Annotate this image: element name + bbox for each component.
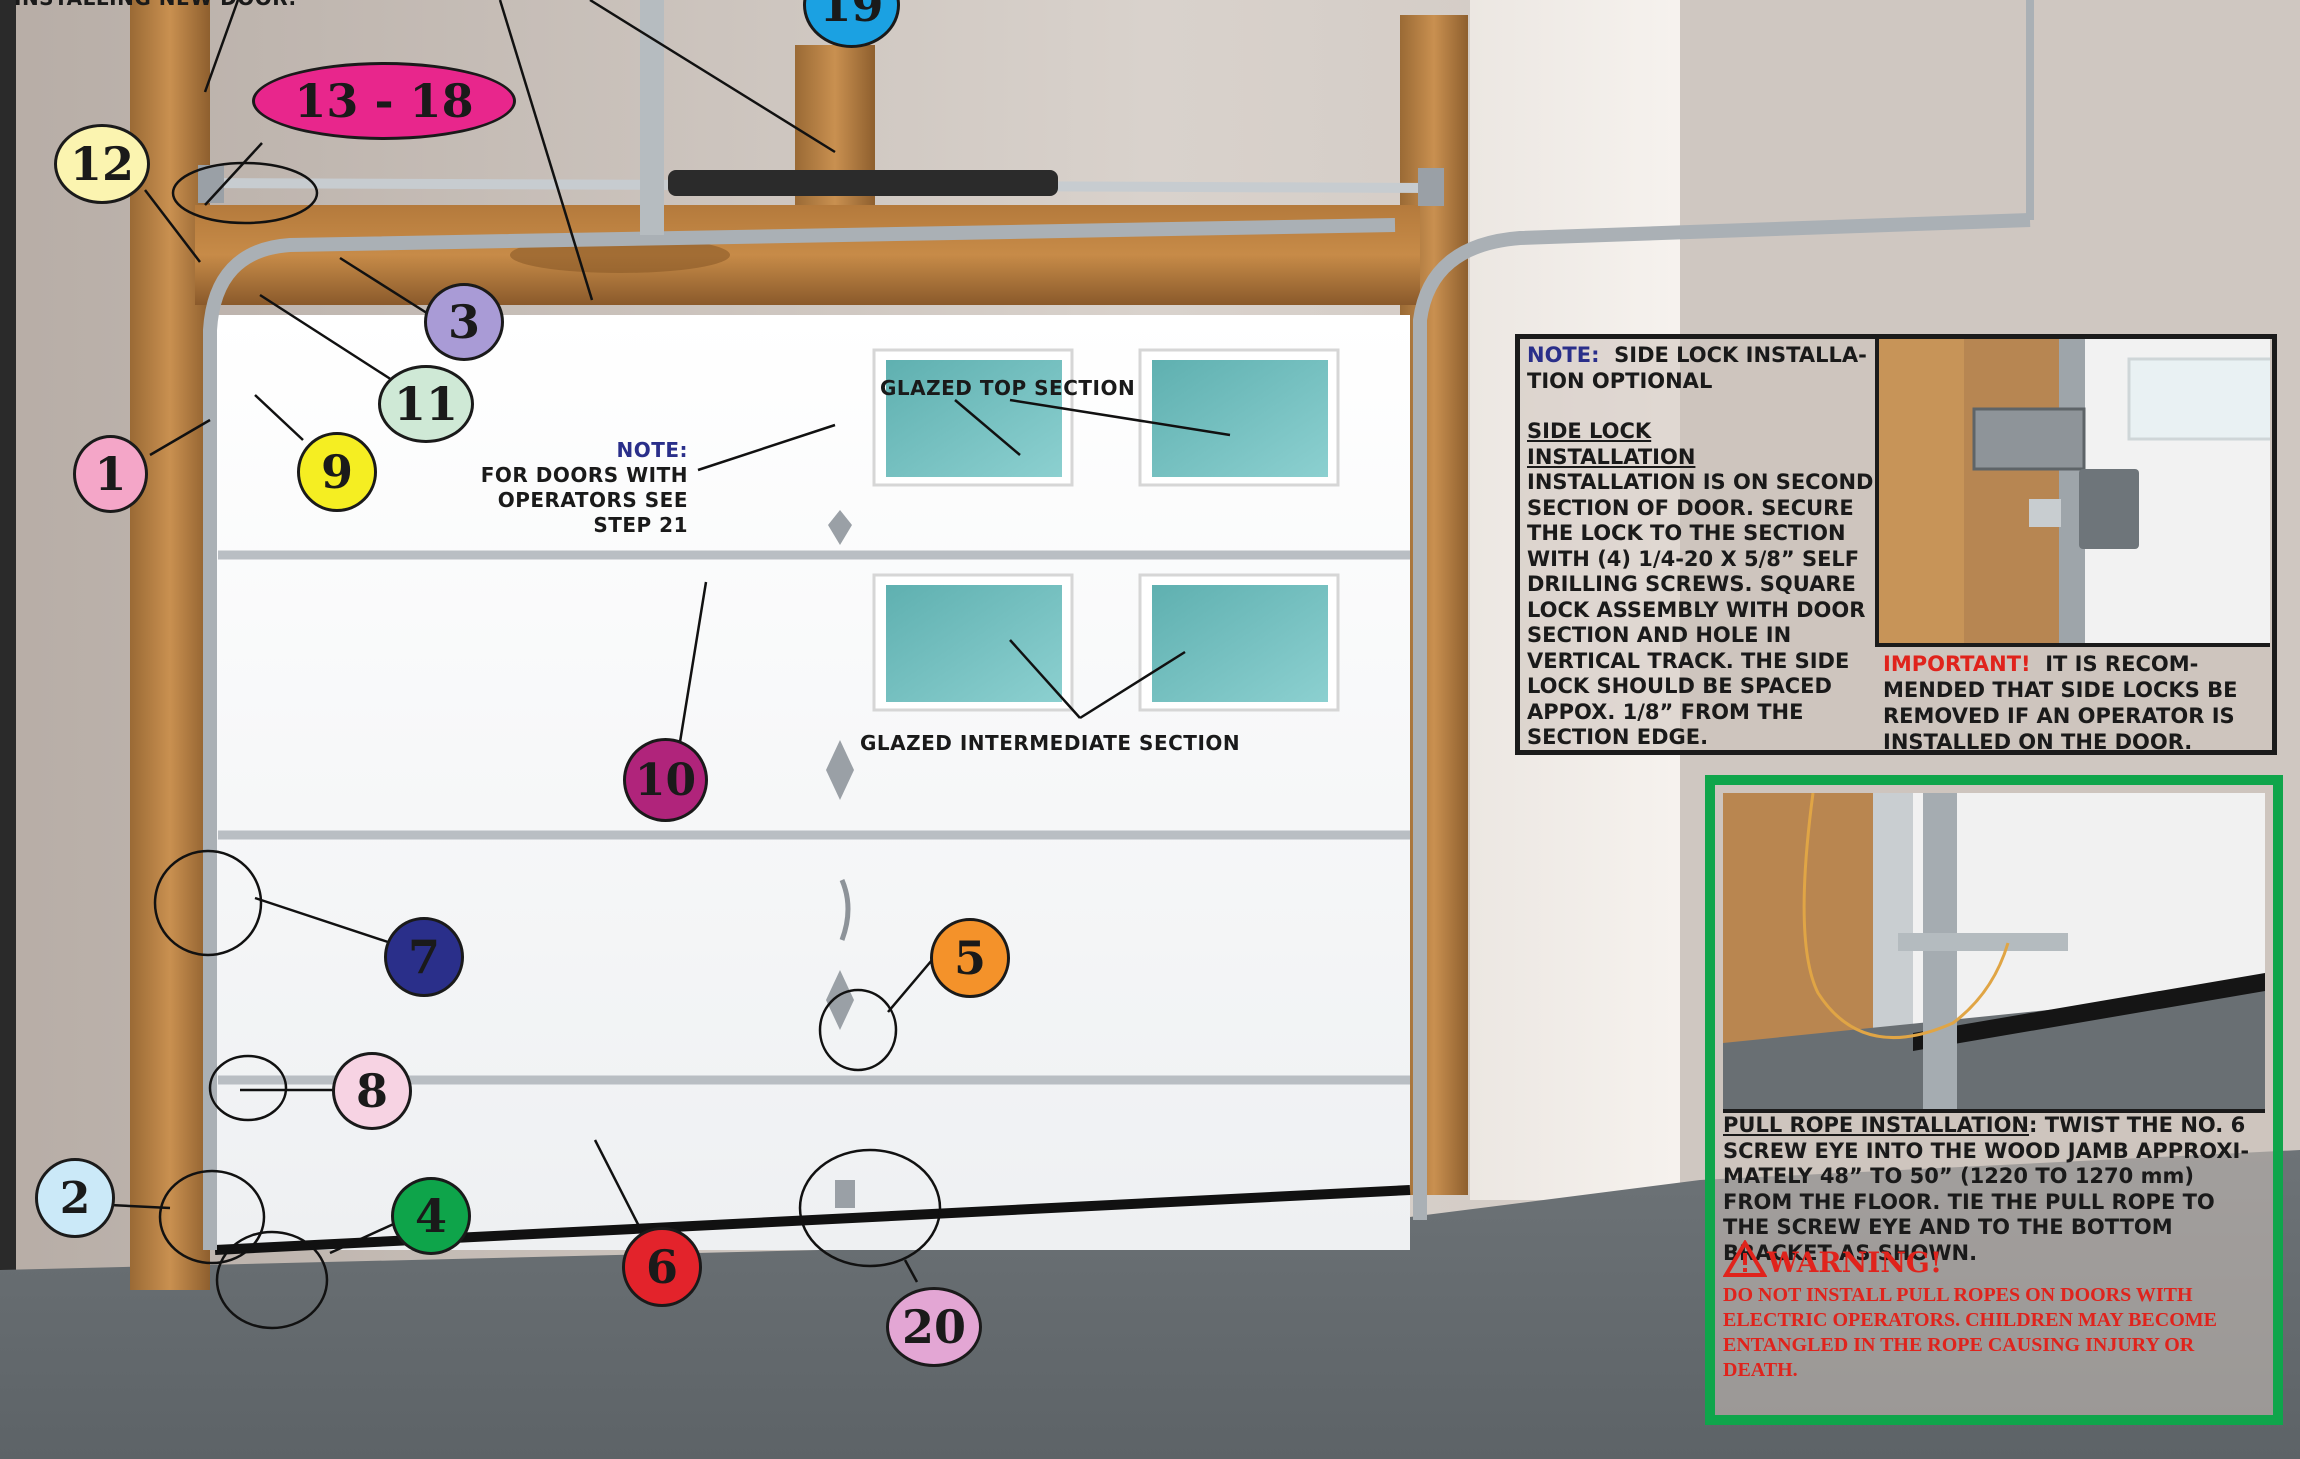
callout-13-18: 13 - 18 <box>252 62 516 140</box>
operator-note-heading: NOTE: <box>470 438 688 463</box>
pull-rope-title: PULL ROPE INSTALLATION <box>1723 1113 2029 1137</box>
callout-7: 7 <box>384 917 464 997</box>
callout-8: 8 <box>332 1052 412 1130</box>
side-lock-important: IMPORTANT! IT IS RECOM-MENDED THAT SIDE … <box>1875 651 2270 755</box>
callout-6: 6 <box>622 1227 702 1307</box>
glazed-top-section-label: GLAZED TOP SECTION <box>880 376 1135 400</box>
important-heading: IMPORTANT! <box>1883 652 2031 676</box>
callout-9: 9 <box>297 432 377 512</box>
pull-rope-photo <box>1723 793 2265 1113</box>
operator-note: NOTE: FOR DOORS WITH OPERATORS SEE STEP … <box>470 438 688 538</box>
side-lock-photo <box>1875 339 2270 647</box>
header-board <box>195 205 1420 305</box>
callout-4: 4 <box>391 1177 471 1255</box>
callout-5: 5 <box>930 918 1010 998</box>
operator-rail <box>640 0 664 235</box>
callout-10: 10 <box>623 738 708 822</box>
callout-12: 12 <box>54 124 150 204</box>
operator-note-line: FOR DOORS WITH <box>470 463 688 488</box>
window-glass <box>1152 585 1328 702</box>
side-lock-title: SIDE LOCK <box>1527 419 1882 445</box>
side-lock-icon <box>1974 409 2084 469</box>
side-lock-note: NOTE: SIDE LOCK INSTALLA-TION OPTIONAL <box>1527 343 1882 394</box>
torsion-spring <box>668 170 1058 196</box>
operator-note-line: OPERATORS SEE <box>470 488 688 513</box>
top-left-caption: INSTALLING NEW DOOR. <box>14 0 297 10</box>
side-lock-body: INSTALLATION IS ON SECOND SECTION OF DOO… <box>1527 470 1882 751</box>
bottom-lock <box>835 1180 855 1208</box>
window-glass <box>1152 360 1328 477</box>
callout-1: 1 <box>73 435 148 513</box>
operator-note-line: STEP 21 <box>470 513 688 538</box>
callout-11: 11 <box>378 365 474 443</box>
callout-2: 2 <box>35 1158 115 1238</box>
warning-title: WARNING! <box>1767 1246 1942 1279</box>
warning-triangle-icon <box>1723 1240 1767 1278</box>
callout-20: 20 <box>886 1287 982 1367</box>
warning-body: DO NOT INSTALL PULL ROPES ON DOORS WITH … <box>1723 1283 2268 1383</box>
side-lock-panel: NOTE: SIDE LOCK INSTALLA-TION OPTIONAL S… <box>1515 334 2277 755</box>
pull-rope-panel: PULL ROPE INSTALLATION: TWIST THE NO. 6 … <box>1705 775 2283 1425</box>
callout-3: 3 <box>424 283 504 361</box>
side-lock-note-heading: NOTE: <box>1527 343 1600 367</box>
window-glass <box>886 585 1062 702</box>
side-lock-title: INSTALLATION <box>1527 445 1882 471</box>
glazed-intermediate-section-label: GLAZED INTERMEDIATE SECTION <box>860 731 1240 755</box>
end-bearing-plate <box>1418 168 1444 206</box>
side-lock-text: NOTE: SIDE LOCK INSTALLA-TION OPTIONAL S… <box>1527 343 1882 751</box>
warning-heading: WARNING! <box>1723 1240 2268 1279</box>
warning-block: WARNING! DO NOT INSTALL PULL ROPES ON DO… <box>1723 1240 2268 1383</box>
left-border <box>0 0 16 1459</box>
